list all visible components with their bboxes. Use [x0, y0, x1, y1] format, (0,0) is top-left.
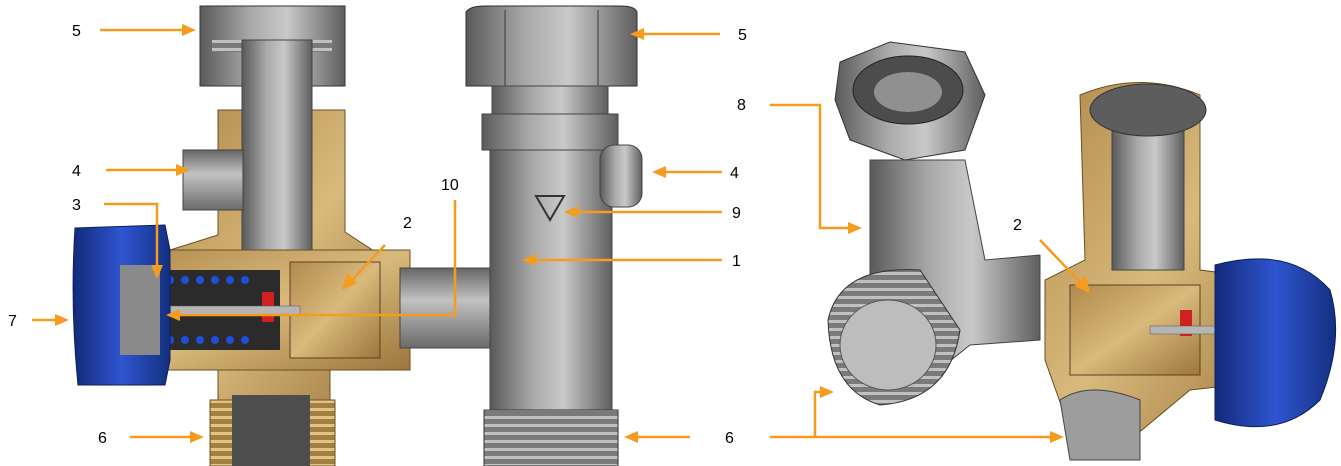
lower-outlet-right: [1059, 389, 1141, 461]
label-10: 10: [441, 177, 459, 194]
label-5-left: 5: [72, 23, 81, 40]
arrow-3: [104, 202, 163, 279]
right-perspective-view: [827, 41, 1337, 461]
callout-arrows: [32, 24, 1090, 443]
neck-center: [491, 85, 609, 115]
label-8: 8: [737, 97, 746, 114]
callout-labels: 5 4 3 7 6 2 10 5 4 9 1 6 8 2: [8, 23, 1022, 447]
label-3: 3: [72, 197, 81, 214]
label-4-left: 4: [72, 163, 81, 180]
label-6-center: 6: [725, 430, 734, 447]
arrow-2-right: [1039, 239, 1090, 293]
upper-union-bore-inner: [874, 72, 942, 112]
label-2-right: 2: [1013, 217, 1022, 234]
arrow-10: [166, 200, 457, 321]
connection-pipe: [399, 267, 496, 349]
insert-cartridge: [289, 261, 381, 359]
bottom-thread-center: [483, 409, 619, 466]
bottom-bore-left: [232, 395, 310, 466]
label-1: 1: [732, 253, 741, 270]
label-4-right: 4: [730, 165, 739, 182]
flow-triangle-mark: [534, 195, 566, 222]
arrow-8: [770, 103, 862, 234]
label-5-right: 5: [738, 27, 747, 44]
label-2-left: 2: [403, 215, 412, 232]
blue-cap-right: [1214, 258, 1337, 428]
arrow-7: [32, 314, 69, 326]
arrow-4-left: [106, 164, 190, 176]
label-6-left: 6: [98, 430, 107, 447]
arrow-4-right: [652, 166, 722, 178]
label-9: 9: [732, 205, 741, 222]
arrow-2-left: [342, 244, 386, 290]
tee-body: [489, 149, 613, 451]
lower-thread-bore: [839, 299, 937, 391]
arrow-6-left: [130, 431, 204, 443]
arrow-6-center: [624, 431, 690, 443]
top-nut-center: [465, 5, 638, 87]
arrow-6-right: [770, 386, 1064, 443]
upper-stem: [241, 39, 313, 251]
arrow-1: [522, 254, 722, 266]
center-elevation-view: [465, 5, 643, 466]
collar-center: [481, 113, 619, 151]
side-port-left: [182, 149, 244, 211]
arrow-9: [564, 206, 722, 218]
blue-cap-inner: [120, 265, 160, 355]
arrow-5-left: [100, 24, 196, 36]
side-port-center: [599, 144, 643, 208]
arrow-5-right: [630, 28, 720, 40]
left-section-view: [72, 5, 496, 466]
upper-cap-right: [1089, 83, 1207, 137]
label-7: 7: [8, 313, 17, 330]
